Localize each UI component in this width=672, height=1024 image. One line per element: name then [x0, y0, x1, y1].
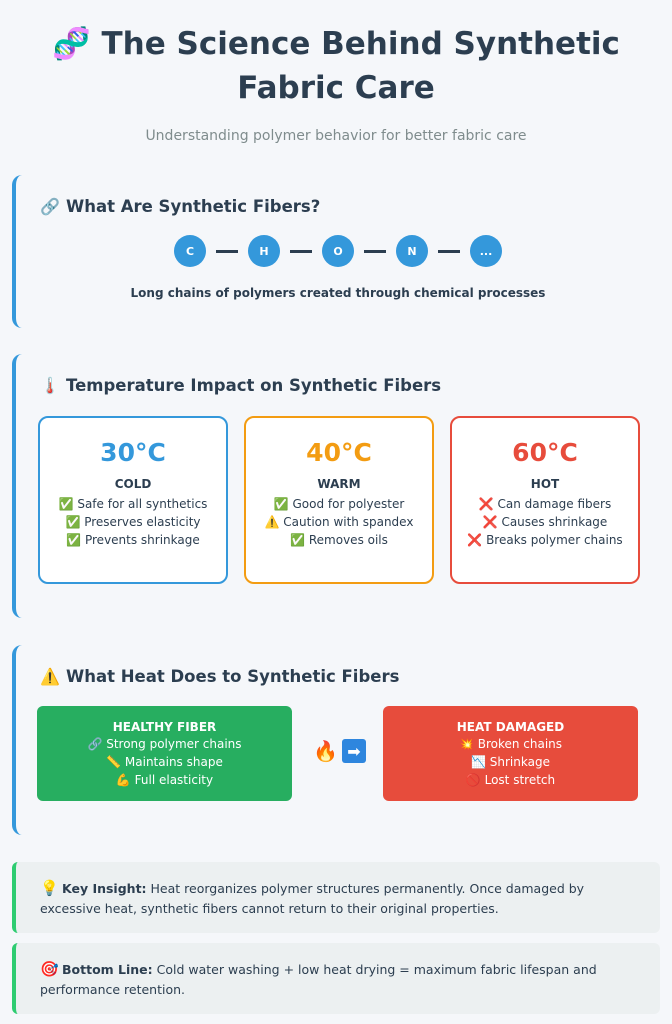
section-title: 🔗 What Are Synthetic Fibers?: [40, 197, 320, 216]
healthy-fiber-box: HEALTHY FIBER 🔗 Strong polymer chains 📏 …: [37, 706, 292, 801]
fiber-items: 💥 Broken chains 📉 Shrinkage 🚫 Lost stret…: [383, 735, 638, 789]
note-label: Key Insight:: [62, 881, 147, 896]
bond-line: [438, 249, 460, 253]
fiber-title: HEALTHY FIBER: [112, 720, 217, 734]
atom-node: ...: [470, 235, 502, 267]
temp-value: 40°C: [306, 438, 372, 467]
transition-indicator: 🔥 ➡: [313, 739, 366, 763]
section-title: ⚠️ What Heat Does to Synthetic Fibers: [40, 667, 399, 686]
list-item: 🔗 Strong polymer chains: [87, 737, 242, 751]
list-item: ❌ Can damage fibers: [478, 497, 612, 511]
key-insight-box: 💡Key Insight: Heat reorganizes polymer s…: [12, 862, 660, 933]
section-title-text: What Heat Does to Synthetic Fibers: [66, 667, 400, 686]
atom-node: N: [396, 235, 428, 267]
temp-items: ✅ Good for polyester ⚠️ Caution with spa…: [246, 495, 432, 549]
heat-damaged-box: HEAT DAMAGED 💥 Broken chains 📉 Shrinkage…: [383, 706, 638, 801]
temp-value: 60°C: [512, 438, 578, 467]
warning-icon: ⚠️: [40, 667, 60, 686]
synthetic-fibers-section: 🔗 What Are Synthetic Fibers? C H O N ...…: [12, 175, 660, 328]
bottom-line-box: 🎯Bottom Line: Cold water washing + low h…: [12, 943, 660, 1014]
bond-line: [290, 249, 312, 253]
temp-card-warm: 40°C WARM ✅ Good for polyester ⚠️ Cautio…: [244, 416, 434, 584]
section-title-text: Temperature Impact on Synthetic Fibers: [66, 376, 442, 395]
list-item: 💪 Full elasticity: [115, 773, 214, 787]
arrow-right-icon: ➡: [341, 739, 366, 763]
page-title: 🧬 The Science Behind Synthetic Fabric Ca…: [52, 26, 620, 106]
list-item: 🚫 Lost stretch: [465, 773, 556, 787]
temperature-section: 🌡️ Temperature Impact on Synthetic Fiber…: [12, 354, 660, 618]
list-item: ✅ Good for polyester: [273, 497, 405, 511]
fiber-items: 🔗 Strong polymer chains 📏 Maintains shap…: [37, 735, 292, 789]
thermometer-icon: 🌡️: [40, 376, 60, 395]
atom-node: H: [248, 235, 280, 267]
page-header: 🧬 The Science Behind Synthetic Fabric Ca…: [0, 0, 672, 144]
link-icon: 🔗: [40, 197, 60, 216]
note-text: Cold water washing + low heat drying = m…: [40, 962, 597, 997]
temp-items: ✅ Safe for all synthetics ✅ Preserves el…: [40, 495, 226, 549]
atom-node: O: [322, 235, 354, 267]
temp-card-cold: 30°C COLD ✅ Safe for all synthetics ✅ Pr…: [38, 416, 228, 584]
chain-caption: Long chains of polymers created through …: [130, 286, 546, 300]
temp-value: 30°C: [100, 438, 166, 467]
bond-line: [364, 249, 386, 253]
list-item: ❌ Breaks polymer chains: [467, 533, 623, 547]
list-item: ❌ Causes shrinkage: [482, 515, 608, 529]
heat-effects-section: ⚠️ What Heat Does to Synthetic Fibers HE…: [12, 645, 660, 835]
list-item: 📉 Shrinkage: [471, 755, 550, 769]
atom-node: C: [174, 235, 206, 267]
note-text: Heat reorganizes polymer structures perm…: [40, 881, 585, 916]
temp-card-hot: 60°C HOT ❌ Can damage fibers ❌ Causes sh…: [450, 416, 640, 584]
temp-label: WARM: [317, 477, 361, 491]
fire-icon: 🔥: [313, 739, 338, 763]
list-item: ✅ Prevents shrinkage: [66, 533, 200, 547]
list-item: ✅ Removes oils: [290, 533, 388, 547]
temp-label: HOT: [530, 477, 560, 491]
temp-items: ❌ Can damage fibers ❌ Causes shrinkage ❌…: [452, 495, 638, 549]
list-item: ✅ Safe for all synthetics: [58, 497, 208, 511]
page-subtitle: Understanding polymer behavior for bette…: [145, 128, 527, 144]
target-icon: 🎯: [40, 960, 59, 978]
lightbulb-icon: 💡: [40, 879, 59, 897]
list-item: ⚠️ Caution with spandex: [264, 515, 414, 529]
note-label: Bottom Line:: [62, 962, 153, 977]
list-item: 💥 Broken chains: [458, 737, 563, 751]
fiber-title: HEAT DAMAGED: [456, 720, 565, 734]
temp-label: COLD: [114, 477, 152, 491]
polymer-chain: C H O N ...: [16, 235, 660, 267]
list-item: 📏 Maintains shape: [106, 755, 223, 769]
section-title-text: What Are Synthetic Fibers?: [66, 197, 321, 216]
bond-line: [216, 249, 238, 253]
section-title: 🌡️ Temperature Impact on Synthetic Fiber…: [40, 376, 441, 395]
list-item: ✅ Preserves elasticity: [65, 515, 201, 529]
